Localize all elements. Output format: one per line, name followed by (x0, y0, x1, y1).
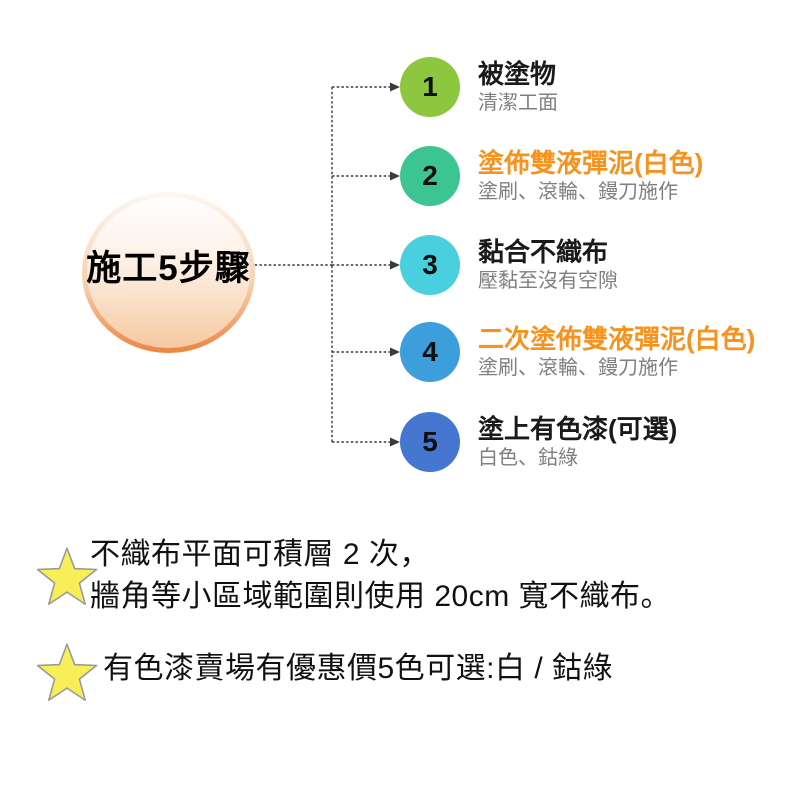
step-3-title: 黏合不織布 (478, 236, 609, 267)
note-2-text: 有色漆賣場有優惠價5色可選:白 / 鈷綠 (103, 648, 613, 690)
step-4-subtitle: 塗刷、滾輪、鏝刀施作 (478, 356, 678, 379)
step-2-text: 塗佈雙液彈泥(白色) 塗刷、滾輪、鏝刀施作 (478, 147, 704, 204)
hub-title: 施工5步驟 (86, 249, 251, 288)
star-icon (36, 643, 98, 701)
note-1-line-1: 不織布平面可積層 2 次， (90, 538, 430, 571)
step-5-number: 5 (422, 426, 438, 457)
step-5-text: 塗上有色漆(可選) 白色、鈷綠 (478, 413, 678, 470)
step-4-title: 二次塗佈雙液彈泥(白色) (478, 323, 756, 354)
step-row-2: 2 塗佈雙液彈泥(白色) 塗刷、滾輪、鏝刀施作 (400, 146, 800, 206)
step-4-text: 二次塗佈雙液彈泥(白色) 塗刷、滾輪、鏝刀施作 (478, 323, 756, 380)
note-1-line-2: 牆角等小區域範圍則使用 20cm 寬不織布。 (90, 580, 672, 613)
star-icon (36, 547, 98, 605)
connector-lines (250, 82, 400, 447)
step-row-4: 4 二次塗佈雙液彈泥(白色) 塗刷、滾輪、鏝刀施作 (400, 322, 800, 382)
step-1-number: 1 (422, 71, 438, 102)
step-5-subtitle: 白色、鈷綠 (478, 446, 578, 469)
hub-circle: 施工5步驟 (82, 192, 255, 353)
note-2-line-1: 有色漆賣場有優惠價5色可選:白 / 鈷綠 (103, 652, 614, 685)
hub-inner-sphere (87, 197, 250, 348)
step-5-number-badge: 5 (400, 412, 460, 472)
step-2-title: 塗佈雙液彈泥(白色) (478, 147, 704, 178)
step-3-text: 黏合不織布 壓黏至沒有空隙 (478, 236, 618, 293)
step-1-text: 被塗物 清潔工面 (478, 58, 558, 115)
step-4-number: 4 (422, 336, 438, 367)
step-3-subtitle: 壓黏至沒有空隙 (478, 269, 618, 292)
step-1-title: 被塗物 (478, 58, 557, 89)
step-2-number-badge: 2 (400, 146, 460, 206)
arrowheads (390, 82, 400, 447)
step-1-subtitle: 清潔工面 (478, 91, 558, 114)
note-1-text: 不織布平面可積層 2 次， 牆角等小區域範圍則使用 20cm 寬不織布。 (90, 534, 671, 618)
step-row-5: 5 塗上有色漆(可選) 白色、鈷綠 (400, 412, 800, 472)
step-3-number: 3 (422, 249, 438, 280)
step-2-subtitle: 塗刷、滾輪、鏝刀施作 (478, 180, 678, 203)
step-5-title: 塗上有色漆(可選) (478, 413, 678, 444)
step-1-number-badge: 1 (400, 57, 460, 117)
step-4-number-badge: 4 (400, 322, 460, 382)
step-3-number-badge: 3 (400, 235, 460, 295)
step-row-3: 3 黏合不織布 壓黏至沒有空隙 (400, 235, 800, 295)
step-2-number: 2 (422, 160, 438, 191)
step-row-1: 1 被塗物 清潔工面 (400, 57, 800, 117)
